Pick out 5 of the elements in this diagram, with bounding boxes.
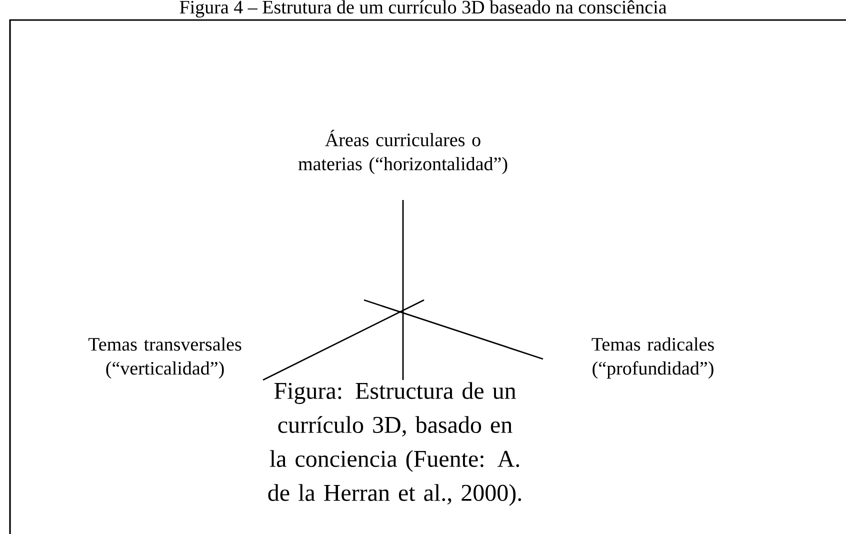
figure-title: Figura 4 – Estrutura de um currículo 3D baseado na consciência [180, 0, 667, 18]
axis-label: Temas radicales (“profundidad”) [592, 337, 714, 379]
axis-label: Temas transversales (“verticalidad”) [88, 337, 242, 379]
caption: Figura: Estructura de un currículo 3D, basado en la conciencia (Fuente: A. de la Herran et al., 2000). [268, 382, 522, 506]
axis-label: Áreas curriculares o materias (“horizontalidad”) [298, 130, 508, 174]
